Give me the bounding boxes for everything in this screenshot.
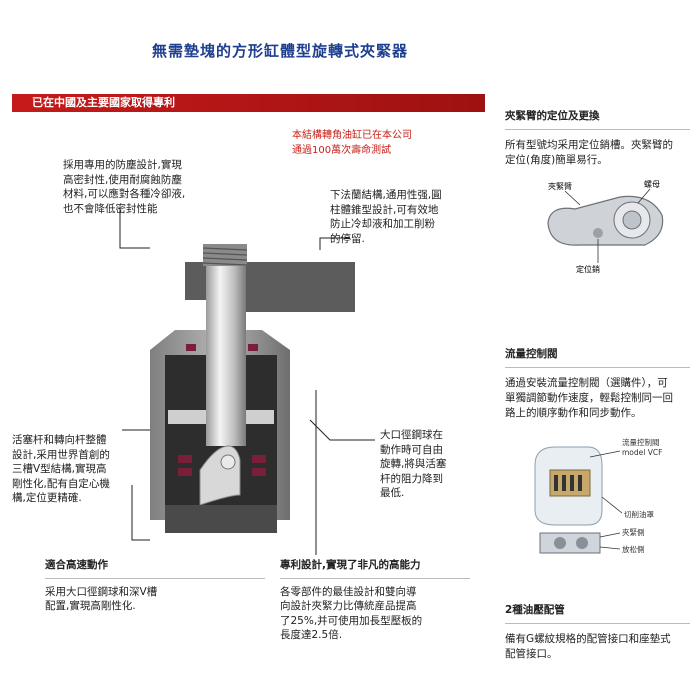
patent-banner: 已在中國及主要國家取得專利 [12, 94, 485, 112]
arm-label: 夾緊臂 [548, 181, 572, 191]
patent-design-heading: 專利設計,實現了非凡的高能力 [280, 559, 421, 571]
clamp-side-label: 夾緊側 [622, 527, 645, 537]
lifetime-test-note: 本結構轉角油缸已在本公司 通過100萬次壽命測試 [292, 128, 412, 158]
valve-port-1 [554, 537, 566, 549]
leader-ball [309, 419, 375, 441]
high-speed-section: 適合高速動作 采用大口徑鋼球和深V槽 配置,實現高剛性化. [45, 558, 265, 614]
steel-ball [220, 454, 236, 470]
patent-design-section: 專利設計,實現了非凡的高能力 各零部件的最佳設計和雙向導 向設計夾緊力比傳統産品… [280, 558, 470, 643]
nut-label: 螺母 [644, 179, 660, 189]
piston-note: 活塞杆和轉向杆整體設計,采用世界首創的三槽V型結構,實現高剛性化,配有自定心機構… [12, 434, 110, 504]
lifetime-test-line-2: 通過100萬次壽命測試 [292, 145, 392, 156]
pin-hole [593, 228, 603, 238]
lifetime-test-line-1: 本結構轉角油缸已在本公司 [292, 130, 412, 141]
arm-positioning-heading: 夾緊臂的定位及更換 [505, 110, 600, 122]
piping-section: 2種油壓配管 備有G螺紋規格的配管接口和座墊式 配管接口。 [505, 602, 690, 662]
leader-seal [119, 208, 150, 249]
arm-diagram: 夾緊臂 螺母 定位銷 [547, 179, 664, 274]
release-side-label: 放松側 [622, 544, 645, 554]
flow-valve-section: 流量控制閥 通過安裝流量控制閥（選購件），可 單獨調節動作速度，輕鬆控制同一回 … [505, 346, 690, 421]
seal-note: 採用專用的防塵設計,實現高密封性,使用耐腐蝕防塵材料,可以應對各種冷卻液,也不會… [63, 159, 186, 215]
nut-inner [622, 210, 642, 230]
page-title: 無需墊塊的方形缸體型旋轉式夾緊器 [151, 42, 408, 60]
leader-bottom-left [131, 485, 150, 541]
ball-note: 大口徑鋼球在動作時可自由旋轉,將與活塞杆的阻力降到最低. [380, 429, 447, 499]
thread-lines [202, 247, 248, 266]
high-speed-heading: 適合高速動作 [45, 559, 108, 571]
leader-flange [319, 237, 350, 250]
cut-oil-label: 切削油罩 [624, 509, 654, 519]
flange-note: 下法蘭結構,通用性强,圓柱體錐型設計,可有效地防止冷却液和加工削粉的停留. [330, 189, 442, 245]
clamp-cylinder-illustration [119, 208, 375, 555]
pin-label: 定位銷 [576, 264, 600, 274]
seals [178, 344, 266, 476]
leader-lines [119, 208, 375, 555]
piston-rod [206, 266, 246, 446]
valve-block [539, 532, 601, 554]
flow-valve-heading: 流量控制閥 [505, 348, 558, 360]
valve-label-1: 流量控制閥 [622, 437, 660, 447]
valve-label-2: model VCF [622, 448, 662, 457]
arm-positioning-section: 夾緊臂的定位及更換 所有型號均采用定位銷槽。夾緊臂的 定位(角度)簡單易行。 [505, 108, 690, 168]
cylinder-base [165, 505, 277, 533]
valve-port-2 [576, 537, 588, 549]
piping-heading: 2種油壓配管 [505, 604, 565, 616]
flow-valve-diagram: 流量控制閥 model VCF 切削油罩 夾緊側 放松側 [534, 437, 662, 554]
